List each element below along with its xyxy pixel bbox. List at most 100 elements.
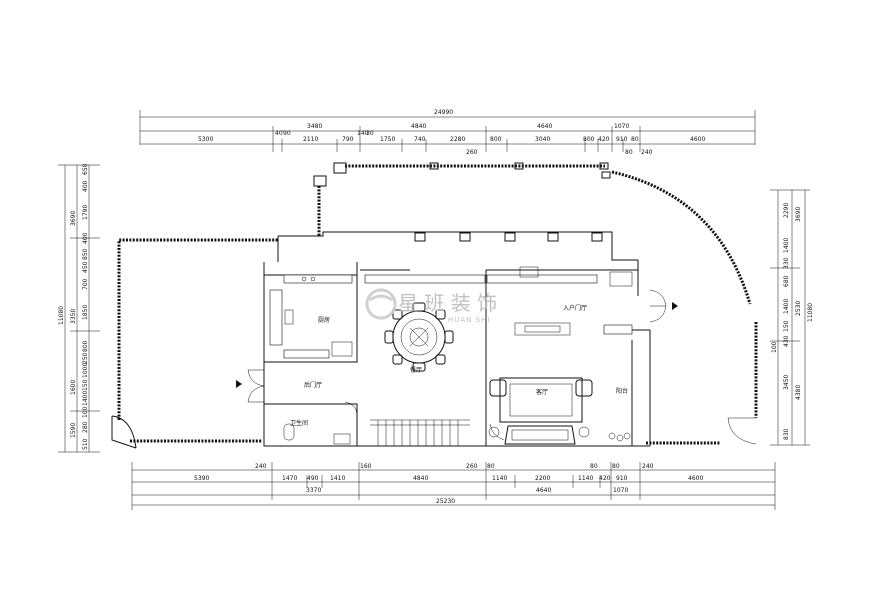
right-inner-dim: 1400: [783, 299, 790, 314]
top-row1-dim: 4640: [537, 123, 552, 130]
left-outer-dim: 3350: [70, 309, 77, 324]
left-inner-dim: 1400: [82, 391, 89, 406]
right-dimensions: 2290 1400 330 680 1400 150 100 430 3450 …: [770, 189, 814, 446]
left-inner-dim: 280: [82, 421, 89, 433]
top-row2-dim: 3040: [535, 136, 550, 143]
bottom-row2-dim: 4840: [413, 475, 428, 482]
top-row2-dim: 4600: [690, 136, 705, 143]
top-row2-dim: 1750: [380, 136, 395, 143]
top-row3-dim: 240: [641, 149, 653, 156]
right-inner-dim: 1400: [783, 238, 790, 253]
top-row1-dim: 1070: [614, 123, 629, 130]
left-inner-dim: 850: [82, 248, 89, 260]
room-label-bathroom: 卫生间: [290, 419, 308, 427]
top-row2-dim: 40: [275, 130, 283, 137]
left-inner-dim: 1000: [82, 363, 89, 378]
right-inner-dim: 150: [783, 320, 790, 332]
left-total-dim: 11080: [58, 306, 65, 325]
right-outer-dim: 3690: [795, 207, 802, 222]
left-inner-dim: 800: [82, 340, 89, 352]
right-inner-dim: 2290: [783, 203, 790, 218]
bottom-row1-dim: 240: [255, 463, 267, 470]
furniture: [269, 266, 633, 445]
left-dimensions: 11080 3690 3350 1600 1590 650 400 1790 4…: [58, 163, 100, 453]
top-row2-dim: 790: [342, 136, 354, 143]
left-outer-dim: 1590: [70, 423, 77, 438]
left-inner-dim: 510: [82, 438, 89, 450]
left-inner-dim: 400: [82, 232, 89, 244]
bottom-row2-dim: 490: [307, 475, 319, 482]
bottom-row3-dim: 1070: [613, 487, 628, 494]
room-label-dining: 餐厅: [410, 366, 422, 374]
bottom-row1-dim: 80: [487, 463, 495, 470]
bottom-row2-dim: 1140: [492, 475, 507, 482]
top-row2-dim: 420: [598, 136, 610, 143]
right-inner-dim: 430: [783, 335, 790, 347]
right-inner-dim: 100: [771, 341, 778, 353]
top-row2-dim: 2110: [303, 136, 318, 143]
left-inner-dim: 100: [82, 406, 89, 418]
top-row3-dim: 260: [466, 149, 478, 156]
top-row3-dim: 80: [625, 149, 633, 156]
bottom-row2-dim: 1470: [282, 475, 297, 482]
bottom-row2-dim: 1410: [330, 475, 345, 482]
room-label-entry-hall: 入户门厅: [563, 304, 587, 312]
bottom-row2-dim: 910: [616, 475, 628, 482]
bottom-row2-dim: 1140: [578, 475, 593, 482]
bottom-row1-dim: 160: [360, 463, 372, 470]
top-row2-dim: 90: [283, 130, 291, 137]
watermark: 星 班 装 饰 HUAN SHI: [365, 288, 497, 324]
living-room-set: [488, 377, 631, 445]
room-label-back-hall: 后门厅: [304, 381, 322, 389]
right-total-dim: 11080: [807, 303, 814, 322]
bottom-row2-dim: 420: [599, 475, 611, 482]
bottom-row2-dim: 5390: [194, 475, 209, 482]
room-label-balcony: 阳台: [616, 387, 628, 395]
top-row2-dim: 800: [490, 136, 502, 143]
right-inner-dim: 3450: [783, 375, 790, 390]
bottom-row3-dim: 4640: [536, 487, 551, 494]
bottom-row2-dim: 2200: [535, 475, 550, 482]
bottom-row1-dim: 80: [590, 463, 598, 470]
bottom-row1-dim: 80: [612, 463, 620, 470]
top-row2-dim: 80: [631, 136, 639, 143]
top-row2-dim: 140: [357, 130, 369, 137]
bottom-row1-dim: 260: [466, 463, 478, 470]
right-outer-dim: 4380: [795, 385, 802, 400]
bottom-row3-dim: 3370: [306, 487, 321, 494]
top-row1-dim: 4840: [411, 123, 426, 130]
right-inner-dim: 830: [783, 428, 790, 440]
top-row2-dim: 740: [414, 136, 426, 143]
left-inner-dim: 1850: [82, 305, 89, 320]
bottom-row1-dim: 240: [642, 463, 654, 470]
right-outer-dim: 2530: [795, 301, 802, 316]
watermark-title: 星 班 装 饰: [398, 291, 497, 315]
bottom-dimensions: 240 160 260 80 80 80 240 5390 1470 490 1…: [131, 462, 776, 510]
building-walls: [111, 162, 758, 449]
left-inner-dim: 150: [82, 379, 89, 391]
bottom-total-dim: 25230: [436, 498, 455, 505]
top-row2-dim: 910: [616, 136, 628, 143]
room-label-kitchen: 厨房: [318, 316, 330, 324]
left-inner-dim: 650: [82, 163, 89, 175]
left-outer-dim: 1600: [70, 380, 77, 395]
left-inner-dim: 700: [82, 278, 89, 290]
room-label-living: 客厅: [536, 388, 548, 396]
bottom-row2-dim: 4600: [688, 475, 703, 482]
left-inner-dim: 400: [82, 180, 89, 192]
right-inner-dim: 680: [783, 275, 790, 287]
left-inner-dim: 1790: [82, 205, 89, 220]
left-inner-dim: 450: [82, 261, 89, 273]
left-inner-dim: 250: [82, 352, 89, 364]
top-dimensions: 24990 3480 4840 4640 1070 5300 40 90 211…: [139, 109, 756, 156]
right-inner-dim: 330: [783, 257, 790, 269]
top-row2-dim: 2280: [450, 136, 465, 143]
top-total-dim: 24990: [434, 109, 453, 116]
top-row1-dim: 3480: [307, 123, 322, 130]
top-row2-dim: 30: [366, 130, 374, 137]
top-row2-dim: 800: [583, 136, 595, 143]
dining-table: [384, 302, 454, 372]
watermark-subtitle: HUAN SHI: [448, 316, 490, 324]
top-row2-dim: 5300: [198, 136, 213, 143]
